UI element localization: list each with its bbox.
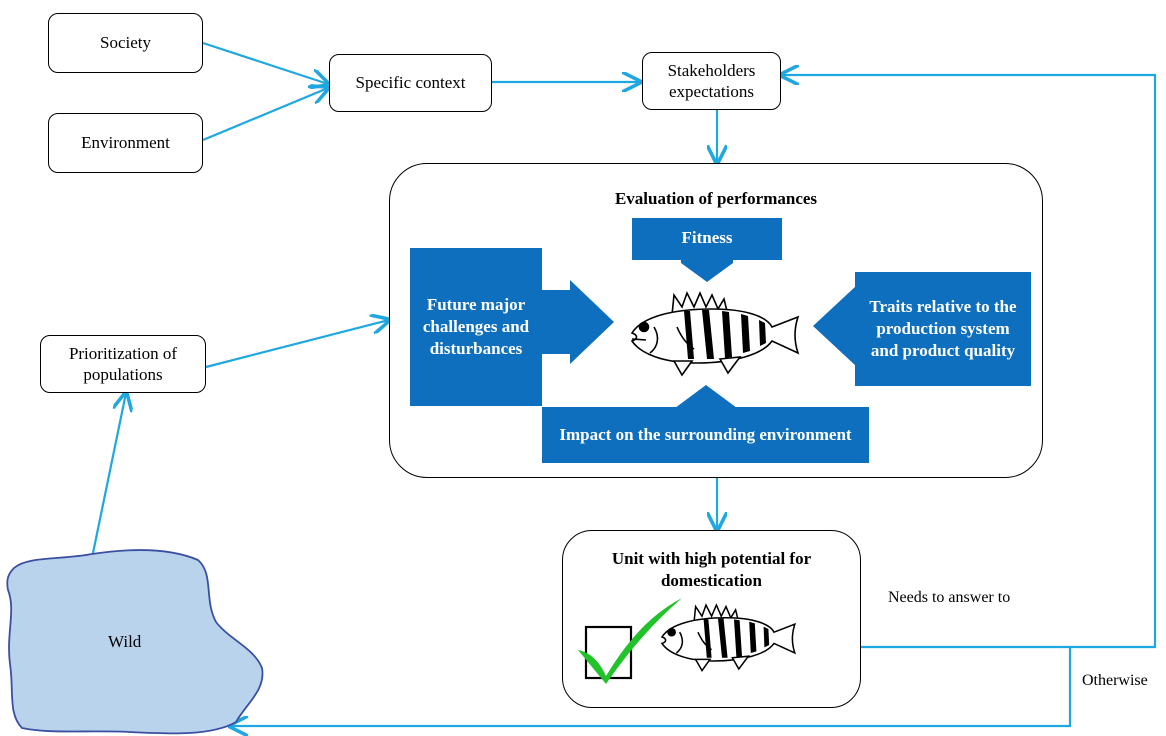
checkmark-icon [578, 598, 682, 684]
fitness-block: Fitness [632, 218, 782, 258]
future-challenges-label: Future major challenges and disturbances [422, 295, 530, 358]
impact-label: Impact on the surrounding environment [559, 425, 852, 445]
arrow-society-context [202, 41, 328, 84]
prioritization-box: Prioritization of populations [40, 335, 206, 393]
society-label: Society [100, 33, 151, 53]
future-challenges-block: Future major challenges and disturbances [410, 248, 542, 406]
stakeholders-box: Stakeholders expectations [642, 52, 781, 110]
traits-arrow-head [813, 286, 865, 366]
traits-block: Traits relative to the production system… [855, 272, 1031, 386]
fitness-label: Fitness [681, 228, 733, 248]
prioritization-label: Prioritization of populations [68, 343, 178, 384]
environment-label: Environment [81, 133, 170, 153]
impact-block: Impact on the surrounding environment [542, 407, 869, 463]
stakeholders-label: Stakeholders expectations [667, 60, 756, 101]
needs-label: Needs to answer to [888, 589, 1011, 606]
society-box: Society [48, 13, 203, 73]
environment-box: Environment [48, 113, 203, 173]
arrow-environment-context [202, 88, 328, 142]
wild-label: Wild [108, 632, 142, 651]
impact-arrow-head [675, 385, 737, 408]
otherwise-label: Otherwise [1082, 672, 1148, 689]
arrow-wild-prioritization [91, 393, 126, 554]
unit-title: Unit with high potential for domesticati… [611, 549, 812, 591]
arrow-prioritization-evaluation [205, 320, 389, 369]
specific-context-label: Specific context [355, 73, 466, 93]
feedback-loop-otherwise [230, 647, 1072, 726]
future-arrow-head [542, 280, 614, 364]
specific-context-box: Specific context [329, 54, 492, 112]
evaluation-title: Evaluation of performances [614, 189, 818, 208]
feedback-loop-needs [781, 75, 1157, 649]
traits-label: Traits relative to the production system… [869, 297, 1017, 360]
